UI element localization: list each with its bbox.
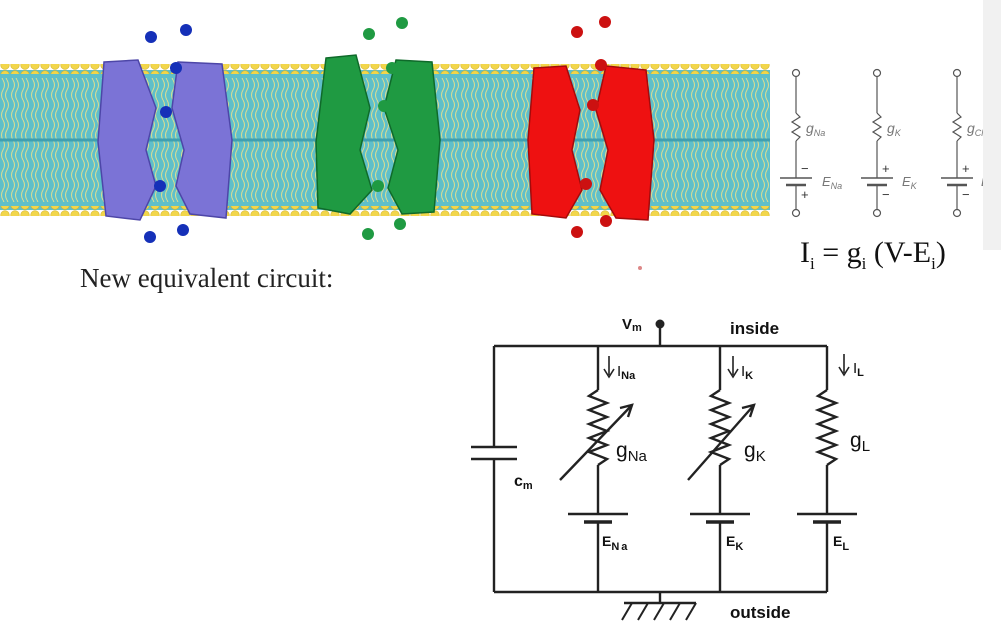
right-edge-panel <box>983 0 1001 250</box>
chloride-channel-left-half <box>527 65 583 219</box>
vm-label: Vm <box>622 316 642 334</box>
chloride-channel-right-half <box>595 65 655 221</box>
chloride-channel <box>527 65 655 221</box>
l-resistor <box>814 389 840 466</box>
terminal-top <box>872 68 882 78</box>
resistor <box>790 112 802 142</box>
il-label: IL <box>853 360 864 379</box>
sodium-channel-left-half <box>97 59 157 221</box>
potassium-ion <box>396 17 408 29</box>
eq-equals-g: = g <box>814 236 862 269</box>
potassium-ion <box>386 62 398 74</box>
ena-label: ENa <box>602 533 629 553</box>
potassium-ion <box>363 28 375 40</box>
current-equation: Ii = gi (V-Ei) <box>800 236 946 274</box>
chloride-ion <box>595 59 607 71</box>
potassium-ion <box>394 218 406 230</box>
k-variable-arrow <box>687 404 755 481</box>
sodium-ion <box>160 106 172 118</box>
terminal-bottom <box>952 208 962 218</box>
potassium-ion <box>372 180 384 192</box>
cursor-dot <box>638 266 642 270</box>
gna-label: gNa <box>616 439 648 465</box>
potassium-ions <box>362 17 408 240</box>
ena-label: ENa <box>822 174 842 191</box>
cm-label: cm <box>514 473 533 492</box>
sodium-channel <box>97 59 233 221</box>
eq-i-sub3: i <box>931 254 936 273</box>
circuit-caption: New equivalent circuit: <box>80 263 334 293</box>
small-circuit-na <box>780 68 812 218</box>
eq-paren-close: ) <box>935 236 946 269</box>
chloride-ion <box>571 226 583 238</box>
outside-label: outside <box>730 603 790 622</box>
k-bottom-sign: − <box>882 187 890 202</box>
chloride-ions <box>571 16 612 238</box>
na-bottom-sign: + <box>801 187 809 202</box>
sodium-ion <box>177 224 189 236</box>
gk-label: gK <box>744 439 766 465</box>
sodium-ion <box>145 31 157 43</box>
sodium-ions <box>144 24 192 243</box>
small-circuits <box>780 68 973 218</box>
potassium-channel <box>315 54 441 215</box>
main-circuit-labels: Vm inside outside cm INa IK IL gNa gK gL… <box>514 316 870 622</box>
na-resistor <box>585 389 611 466</box>
gl-label: gL <box>850 429 870 455</box>
chloride-ion <box>580 178 592 190</box>
inside-label: inside <box>730 319 779 338</box>
eq-paren-open: (V-E <box>866 236 932 269</box>
eq-i-sub1: i <box>810 254 815 273</box>
eq-i-sub2: i <box>861 254 867 273</box>
gk-label: gK <box>887 120 902 138</box>
membrane-bottom-heads <box>0 206 770 216</box>
sodium-ion <box>170 62 182 74</box>
potassium-channel-right-half <box>383 59 441 215</box>
terminal-bottom <box>872 208 882 218</box>
ek-label: EK <box>902 174 918 191</box>
potassium-ion <box>378 100 390 112</box>
sodium-channel-right-half <box>171 61 233 219</box>
terminal-top <box>791 68 801 78</box>
na-variable-arrow <box>559 404 633 481</box>
chloride-ion <box>571 26 583 38</box>
gna-label: gNa <box>806 120 825 138</box>
potassium-ion <box>362 228 374 240</box>
membrane-top-heads <box>0 64 770 74</box>
k-top-sign: + <box>882 161 890 176</box>
ek-label: EK <box>726 533 743 553</box>
sodium-ion <box>144 231 156 243</box>
small-circuit-cl <box>941 68 973 218</box>
ik-label: IK <box>741 363 753 382</box>
terminal-bottom <box>791 208 801 218</box>
cl-bottom-sign: − <box>962 187 970 202</box>
sodium-ion <box>154 180 166 192</box>
potassium-channel-left-half <box>315 54 373 215</box>
vm-terminal <box>655 319 665 329</box>
cl-top-sign: + <box>962 161 970 176</box>
small-circuit-labels: gNa gK gCl ENa EK ECl − + + − + − <box>801 120 999 202</box>
main-circuit <box>471 326 857 621</box>
ina-label: INa <box>617 363 636 382</box>
sodium-ion <box>180 24 192 36</box>
resistor <box>871 112 883 142</box>
el-label: EL <box>833 533 849 553</box>
chloride-ion <box>587 99 599 111</box>
resistor <box>951 112 963 142</box>
terminal-top <box>952 68 962 78</box>
small-circuit-k <box>861 68 893 218</box>
eq-i: I <box>800 236 810 269</box>
k-resistor <box>707 389 733 466</box>
na-top-sign: − <box>801 161 809 176</box>
gcl-label: gCl <box>967 120 984 138</box>
chloride-ion <box>600 215 612 227</box>
chloride-ion <box>599 16 611 28</box>
